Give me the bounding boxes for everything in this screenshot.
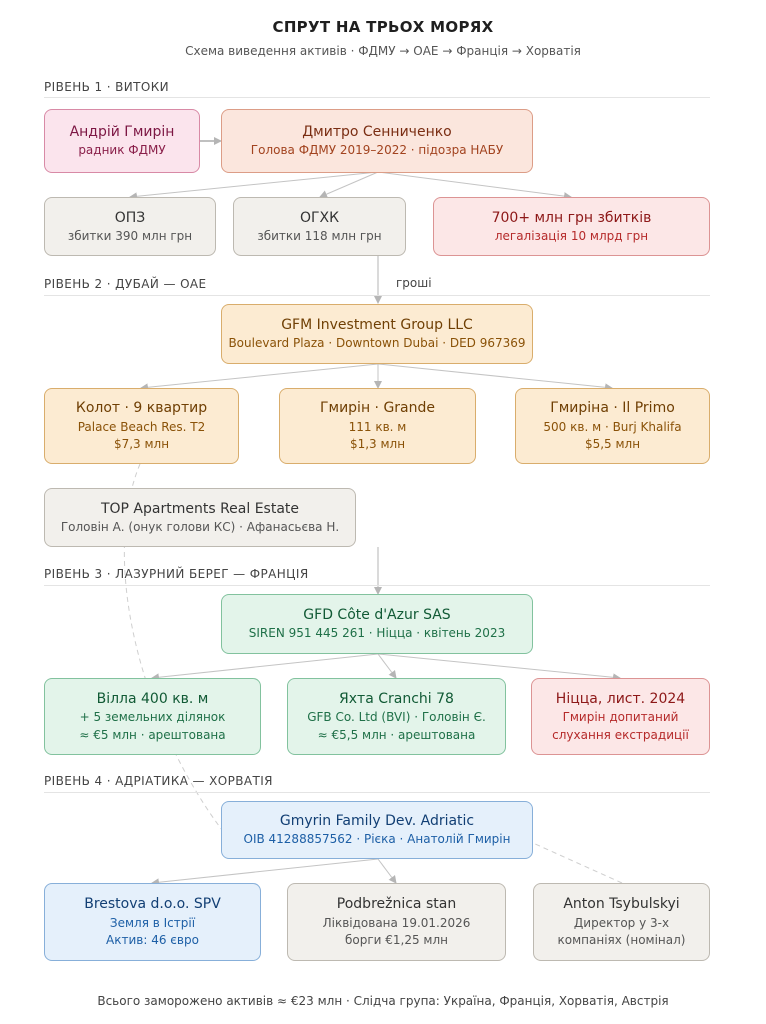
node-title: Anton Tsybulskyi <box>563 896 680 913</box>
edge-label-money: гроші <box>396 276 432 290</box>
node-subtitle: Голова ФДМУ 2019–2022 · підозра НАБУ <box>250 143 504 158</box>
node-title: TOP Apartments Real Estate <box>100 500 300 517</box>
node-anton-tsybulskyi[interactable]: Anton Tsybulskyi Директор у 3-х компанія… <box>533 883 710 961</box>
node-subtitle: легалізація 10 млрд грн <box>494 228 649 243</box>
edge-gfd-to-yacht <box>377 653 397 679</box>
node-kolot[interactable]: Колот · 9 квартир Palace Beach Res. T2 $… <box>44 388 239 464</box>
node-line: компаніях (номінал) <box>557 933 686 948</box>
node-il-primo[interactable]: Гмиріна · Il Primo 500 кв. м · Burj Khal… <box>515 388 710 464</box>
level-4-divider <box>44 792 710 793</box>
node-title: Podbrežnica stan <box>336 896 457 913</box>
diagram-subtitle: Схема виведення активів · ФДМУ → ОАЕ → Ф… <box>185 44 581 58</box>
node-line: слухання екстрадиції <box>552 727 689 742</box>
diagram-title: СПРУТ НА ТРЬОХ МОРЯХ <box>272 18 494 36</box>
node-title: Gmyrin Family Dev. Adriatic <box>279 813 475 830</box>
edge-sennychenko-to-oghk <box>319 171 379 198</box>
node-line: борги €1,25 млн <box>344 933 448 948</box>
node-title: Колот · 9 квартир <box>75 400 208 417</box>
node-title: Андрій Гмирін <box>69 124 175 141</box>
node-title: ОГХК <box>299 209 340 226</box>
edge-anton-to-adriatic-dashed <box>532 842 623 884</box>
node-nice-2024[interactable]: Ніцца, лист. 2024 Гмирін допитаний слуха… <box>531 678 710 755</box>
node-gmyrin-family-adriatic[interactable]: Gmyrin Family Dev. Adriatic OIB 41288857… <box>221 801 533 859</box>
node-losses[interactable]: 700+ млн грн збитків легалізація 10 млрд… <box>433 197 710 256</box>
edge-gfm-to-kolot <box>140 363 379 392</box>
node-title: ОПЗ <box>114 209 146 226</box>
level-4-label: РІВЕНЬ 4 · АДРІАТИКА — ХОРВАТІЯ <box>44 774 273 788</box>
node-line: $1,3 млн <box>349 437 406 452</box>
node-grande[interactable]: Гмирін · Grande 111 кв. м $1,3 млн <box>279 388 476 464</box>
edge-sennychenko-to-opz <box>129 171 379 201</box>
node-villa[interactable]: Вілла 400 кв. м + 5 земельних ділянок ≈ … <box>44 678 261 755</box>
node-line: Гмирін допитаний <box>562 710 679 725</box>
node-gfm-investment[interactable]: GFM Investment Group LLC Boulevard Plaza… <box>221 304 533 364</box>
node-subtitle: OIB 41288857562 · Рієка · Анатолій Гмирі… <box>243 832 511 847</box>
node-title: Яхта Cranchi 78 <box>339 690 454 707</box>
node-line: Ліквідована 19.01.2026 <box>322 915 471 930</box>
node-title: Гмирін · Grande <box>319 400 436 417</box>
level-1-label: РІВЕНЬ 1 · ВИТОКИ <box>44 80 170 94</box>
node-subtitle: радник ФДМУ <box>78 143 166 158</box>
node-title: GFM Investment Group LLC <box>281 317 473 334</box>
node-line: $7,3 млн <box>113 437 170 452</box>
edge-adriatic-to-brestova <box>151 858 379 887</box>
node-line: GFB Co. Ltd (BVI) · Головін Є. <box>307 710 486 725</box>
node-gmyrin-andriy[interactable]: Андрій Гмирін радник ФДМУ <box>44 109 200 173</box>
node-yacht[interactable]: Яхта Cranchi 78 GFB Co. Ltd (BVI) · Голо… <box>287 678 506 755</box>
node-line: Земля в Істрії <box>109 915 196 930</box>
node-title: 700+ млн грн збитків <box>491 209 652 226</box>
node-line: $5,5 млн <box>584 437 641 452</box>
node-line: ≈ €5,5 млн · арештована <box>317 727 476 742</box>
node-title: Гмиріна · Il Primo <box>550 400 675 417</box>
node-subtitle: SIREN 951 445 261 · Ніцца · квітень 2023 <box>248 626 506 641</box>
node-subtitle: Boulevard Plaza · Downtown Dubai · DED 9… <box>228 336 526 351</box>
node-subtitle: Головін А. (онук голови КС) · Афанасьєва… <box>60 519 340 534</box>
edge-sennychenko-to-losses <box>377 171 572 201</box>
node-line: + 5 земельних ділянок <box>79 710 226 725</box>
edge-gfd-to-villa <box>151 653 379 682</box>
node-line: Актив: 46 євро <box>106 933 199 948</box>
level-3-label: РІВЕНЬ 3 · ЛАЗУРНИЙ БЕРЕГ — ФРАНЦІЯ <box>44 567 309 581</box>
node-title: GFD Côte d'Azur SAS <box>303 607 451 624</box>
node-podbreznica[interactable]: Podbrežnica stan Ліквідована 19.01.2026 … <box>287 883 506 961</box>
node-subtitle: збитки 390 млн грн <box>67 228 193 243</box>
edge-gfd-to-nice <box>377 653 621 682</box>
node-subtitle: збитки 118 млн грн <box>257 228 382 243</box>
node-line: Palace Beach Res. T2 <box>77 419 206 434</box>
level-2-label: РІВЕНЬ 2 · ДУБАЙ — ОАЕ <box>44 277 207 291</box>
level-1-divider <box>44 97 710 98</box>
node-line: ≈ €5 млн · арештована <box>79 727 226 742</box>
node-brestova[interactable]: Brestova d.o.o. SPV Земля в Істрії Актив… <box>44 883 261 961</box>
node-title: Ніцца, лист. 2024 <box>555 690 686 707</box>
node-line: 111 кв. м <box>348 419 407 434</box>
node-opz[interactable]: ОПЗ збитки 390 млн грн <box>44 197 216 256</box>
footer-summary: Всього заморожено активів ≈ €23 млн · Сл… <box>97 994 669 1008</box>
node-oghk[interactable]: ОГХК збитки 118 млн грн <box>233 197 406 256</box>
node-title: Дмитро Сенниченко <box>302 124 452 141</box>
edge-adriatic-to-podbreznica <box>377 858 397 884</box>
node-line: Директор у 3-х <box>573 915 670 930</box>
edge-kolot-to-adriatic-dashed <box>123 463 223 831</box>
level-3-divider <box>44 585 710 586</box>
edge-gfm-to-ilprimo <box>377 363 613 392</box>
level-2-divider <box>44 295 710 296</box>
node-title: Brestova d.o.o. SPV <box>84 896 221 913</box>
node-title: Вілла 400 кв. м <box>96 690 209 707</box>
node-top-apartments[interactable]: TOP Apartments Real Estate Головін А. (о… <box>44 488 356 547</box>
node-line: 500 кв. м · Burj Khalifa <box>543 419 682 434</box>
node-gfd-cote-dazur[interactable]: GFD Côte d'Azur SAS SIREN 951 445 261 · … <box>221 594 533 654</box>
node-sennychenko[interactable]: Дмитро Сенниченко Голова ФДМУ 2019–2022 … <box>221 109 533 173</box>
